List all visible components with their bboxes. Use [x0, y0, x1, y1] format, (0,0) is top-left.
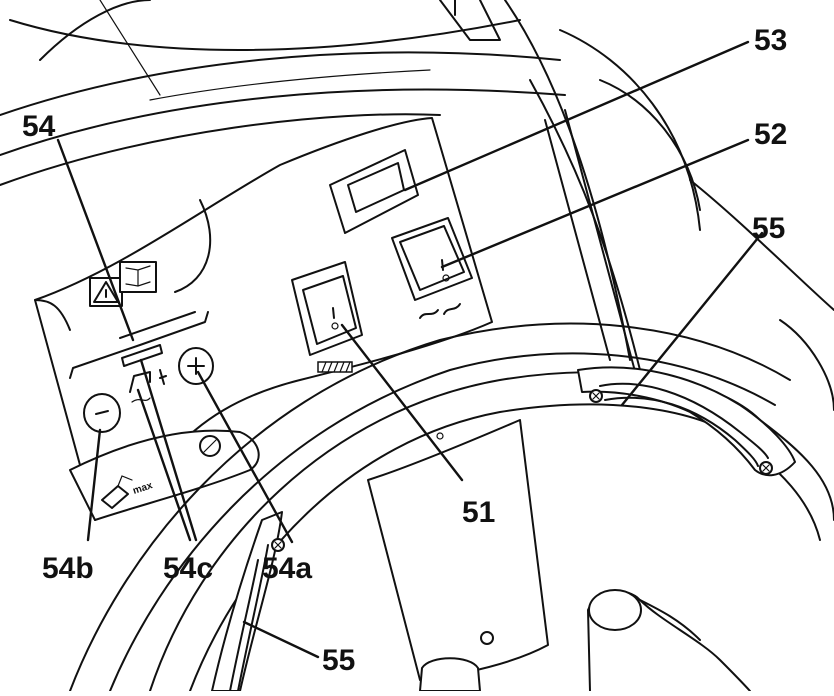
switch-on-mark-icon	[331, 322, 339, 330]
callout-54a: 54a	[262, 552, 312, 585]
callout-labels: 53 52 55 54 51 54b 54c 54a 55	[22, 24, 787, 677]
rocker-switch-52[interactable]	[391, 217, 473, 319]
leader-55-bottom	[242, 620, 320, 659]
grip-strip-55-right	[577, 366, 796, 477]
lower-panel: max	[69, 429, 260, 521]
leader-52	[440, 138, 750, 269]
callout-55-top: 55	[752, 212, 785, 245]
callout-55-bottom: 55	[322, 644, 355, 677]
callout-52: 52	[754, 118, 787, 151]
leader-53	[403, 40, 750, 192]
callout-54: 54	[22, 110, 56, 143]
level-indicator-54c	[121, 344, 167, 403]
leader-lines	[56, 40, 764, 659]
leader-54	[56, 138, 135, 342]
cover-plate	[367, 419, 549, 681]
bottom-knobs	[419, 589, 751, 692]
minus-button-54b[interactable]	[83, 393, 121, 433]
screw-icon	[480, 631, 494, 645]
grip-strip-55-left	[211, 511, 285, 692]
leader-54b	[86, 428, 102, 542]
plus-button-54a[interactable]	[178, 347, 214, 385]
leader-54c-b	[136, 388, 192, 542]
indicator-53	[329, 149, 419, 234]
leader-55-top	[620, 231, 764, 407]
leader-51	[340, 323, 464, 482]
callout-54c: 54c	[163, 552, 213, 585]
hatched-symbol-icon	[317, 361, 353, 373]
machine-housing	[0, 0, 834, 391]
callout-54b: 54b	[42, 552, 94, 585]
leader-54c-a	[139, 358, 198, 542]
bracket-54	[69, 311, 209, 379]
switch-on-mark-icon	[442, 274, 450, 282]
warning-icons	[89, 261, 157, 307]
spray-icon	[419, 303, 461, 319]
leader-54a	[196, 370, 294, 544]
callout-51: 51	[462, 496, 495, 529]
callout-53: 53	[754, 24, 787, 57]
